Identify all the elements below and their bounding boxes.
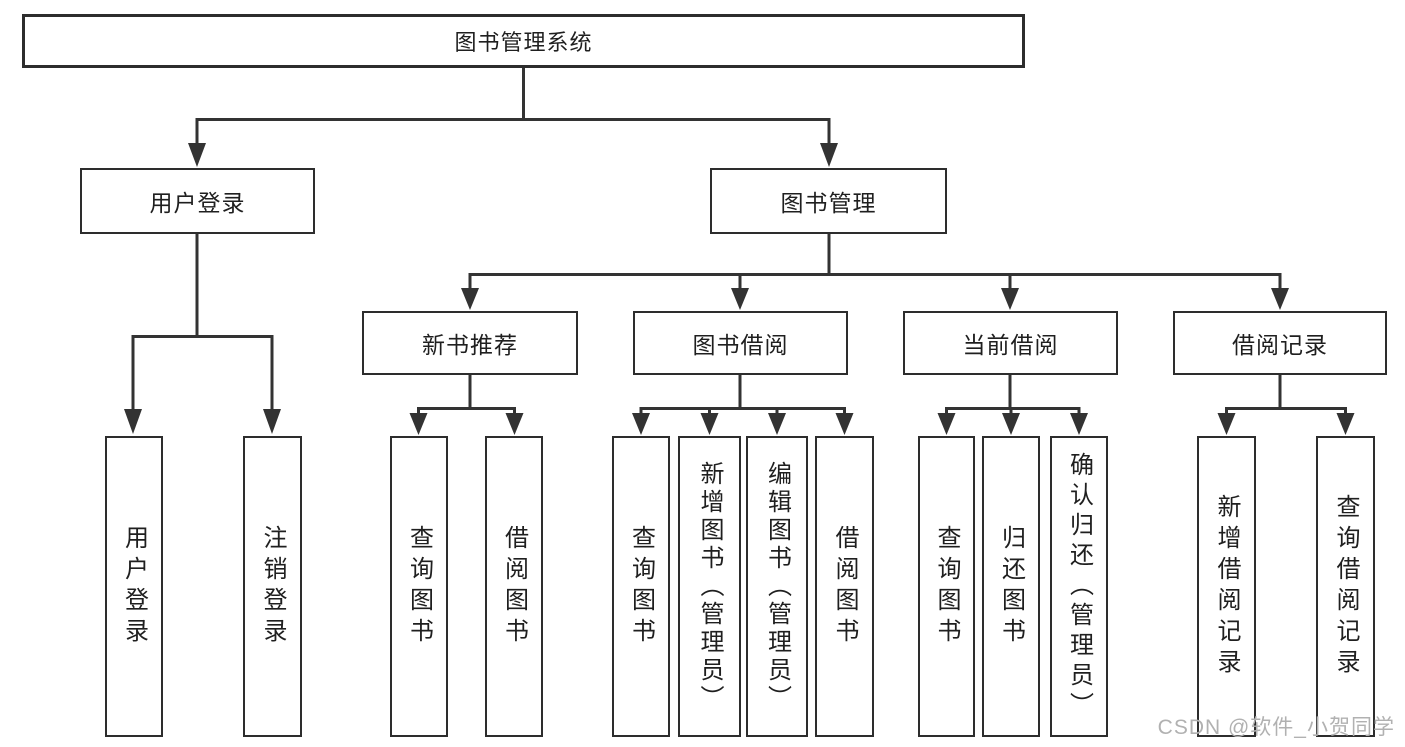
leaf-query-books-recommend: 查询图书 (390, 436, 448, 737)
leaf-user-login: 用户登录 (105, 436, 163, 737)
leaf-add-books-admin: 新增图书（管理员） (678, 436, 741, 737)
node-library-system: 图书管理系统 (22, 14, 1025, 68)
node-borrowing-records: 借阅记录 (1173, 311, 1387, 375)
leaf-query-borrow-record: 查询借阅记录 (1316, 436, 1375, 737)
node-new-book-recommend: 新书推荐 (362, 311, 578, 375)
leaf-add-borrow-record: 新增借阅记录 (1197, 436, 1256, 737)
arrowhead-glyphs (124, 143, 1355, 435)
leaf-return-books: 归还图书 (982, 436, 1040, 737)
leaf-edit-books-admin: 编辑图书（管理员） (746, 436, 808, 737)
node-book-management: 图书管理 (710, 168, 947, 234)
leaf-confirm-return-admin: 确认归还（管理员） (1050, 436, 1108, 737)
leaf-logout: 注销登录 (243, 436, 302, 737)
leaf-query-books-current: 查询图书 (918, 436, 975, 737)
leaf-query-books-borrowing: 查询图书 (612, 436, 670, 737)
node-book-borrowing: 图书借阅 (633, 311, 848, 375)
leaf-borrow-books-recommend: 借阅图书 (485, 436, 543, 737)
connector-lines (131, 66, 1347, 416)
node-user-login: 用户登录 (80, 168, 315, 234)
leaf-borrow-books-borrowing: 借阅图书 (815, 436, 874, 737)
node-current-borrowing: 当前借阅 (903, 311, 1118, 375)
csdn-watermark: CSDN @软件_小贺同学 (1157, 716, 1395, 739)
